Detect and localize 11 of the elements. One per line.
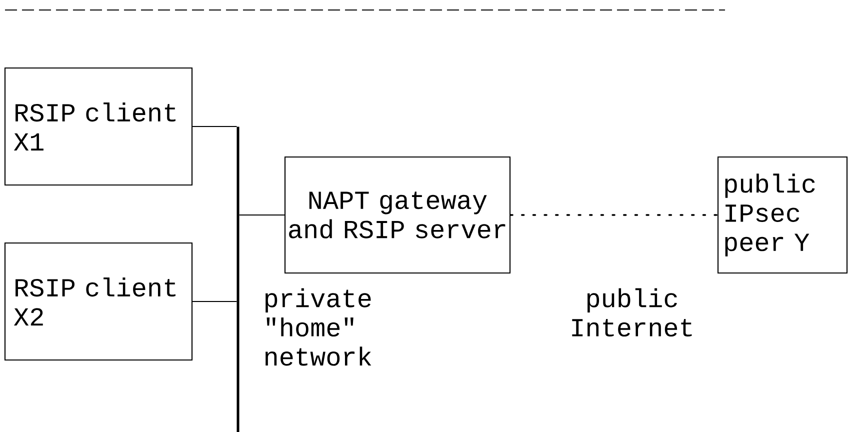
network-label: public Internet — [572, 288, 692, 337]
connector-line — [192, 126, 237, 128]
network-label: private "home" network — [266, 288, 372, 366]
connector-line — [192, 300, 237, 302]
client-box: RSIP client X1 — [4, 67, 193, 186]
connector-line — [510, 214, 718, 216]
gateway-box: NAPT gateway and RSIP server — [284, 156, 511, 274]
client-box: RSIP client X2 — [4, 242, 193, 361]
connector-line — [239, 214, 284, 216]
peer-box: public IPsec peer Y — [717, 156, 848, 274]
network-line — [236, 126, 240, 432]
